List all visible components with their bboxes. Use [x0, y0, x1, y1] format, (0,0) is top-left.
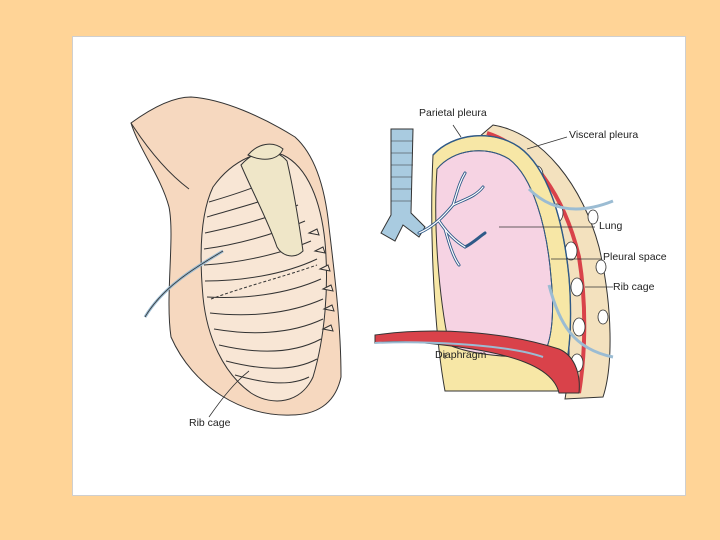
- parietal-pleura-membrane: [432, 135, 572, 392]
- trachea-rings: [391, 140, 413, 202]
- label-pleural-space: Pleural space: [603, 251, 667, 263]
- rib-ends: [307, 228, 335, 332]
- label-rib-cage-right: Rib cage: [613, 281, 655, 293]
- chest-tube-lower: [547, 284, 614, 359]
- chest-tube-left-outline: [144, 250, 224, 318]
- rib-cage-left-leader: [208, 370, 250, 418]
- label-diaphragm: Diaphragm: [435, 349, 487, 361]
- pleura-cross-section: [374, 124, 614, 400]
- leader-lines: [444, 124, 613, 359]
- diaphragm-line: [210, 264, 318, 300]
- visceral-pleura-membrane: [436, 150, 554, 356]
- label-parietal-pleura: Parietal pleura: [419, 107, 487, 119]
- bronchial-tree-highlight: [418, 172, 484, 266]
- label-rib-cage-left: Rib cage: [189, 417, 231, 429]
- label-lung: Lung: [599, 220, 623, 232]
- trachea: [380, 128, 426, 242]
- slide: Parietal pleura Visceral pleura Lung Ple…: [72, 36, 686, 496]
- anatomy-illustration: [130, 96, 614, 418]
- diaphragm-lower-edge: [374, 341, 544, 358]
- label-visceral-pleura: Visceral pleura: [569, 129, 639, 141]
- clavicle: [247, 143, 284, 160]
- chest-tube-upper: [527, 187, 614, 211]
- arm-fold-line: [130, 122, 190, 190]
- torso-illustration: [130, 96, 342, 418]
